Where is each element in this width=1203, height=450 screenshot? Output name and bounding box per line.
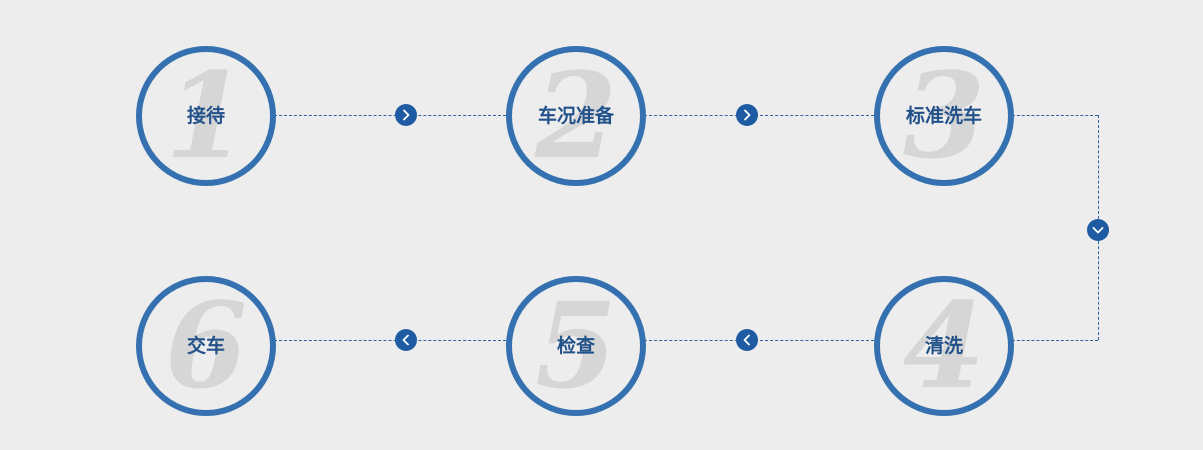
connector-line-3-right: [1012, 115, 1098, 116]
connector-line-1-2: [274, 115, 506, 116]
step-label: 检查: [556, 335, 595, 357]
step-number: 2: [534, 46, 618, 185]
step-label: 交车: [186, 335, 225, 357]
step-3: 3 标准洗车: [874, 46, 1014, 186]
step-5: 5 检查: [506, 276, 646, 416]
connector-line-5-6: [274, 340, 506, 341]
chevron-down-icon: [1087, 219, 1109, 241]
step-4: 4 清洗: [874, 276, 1014, 416]
chevron-left-icon: [736, 329, 758, 351]
step-label: 标准洗车: [905, 105, 982, 127]
step-number: 4: [902, 276, 986, 415]
chevron-left-icon: [395, 329, 417, 351]
step-label: 清洗: [924, 335, 963, 357]
step-1: 1 接待: [136, 46, 276, 186]
step-label: 车况准备: [537, 105, 614, 127]
step-number: 5: [534, 276, 618, 415]
chevron-right-icon: [395, 104, 417, 126]
connector-line-2-3: [644, 115, 874, 116]
step-number: 6: [164, 276, 248, 415]
step-label: 接待: [186, 105, 225, 127]
step-number: 1: [164, 46, 248, 185]
connector-line-right-4: [1012, 340, 1098, 341]
step-6: 6 交车: [136, 276, 276, 416]
connector-line-4-5: [644, 340, 874, 341]
chevron-right-icon: [736, 104, 758, 126]
step-number: 3: [902, 46, 986, 185]
step-2: 2 车况准备: [506, 46, 646, 186]
